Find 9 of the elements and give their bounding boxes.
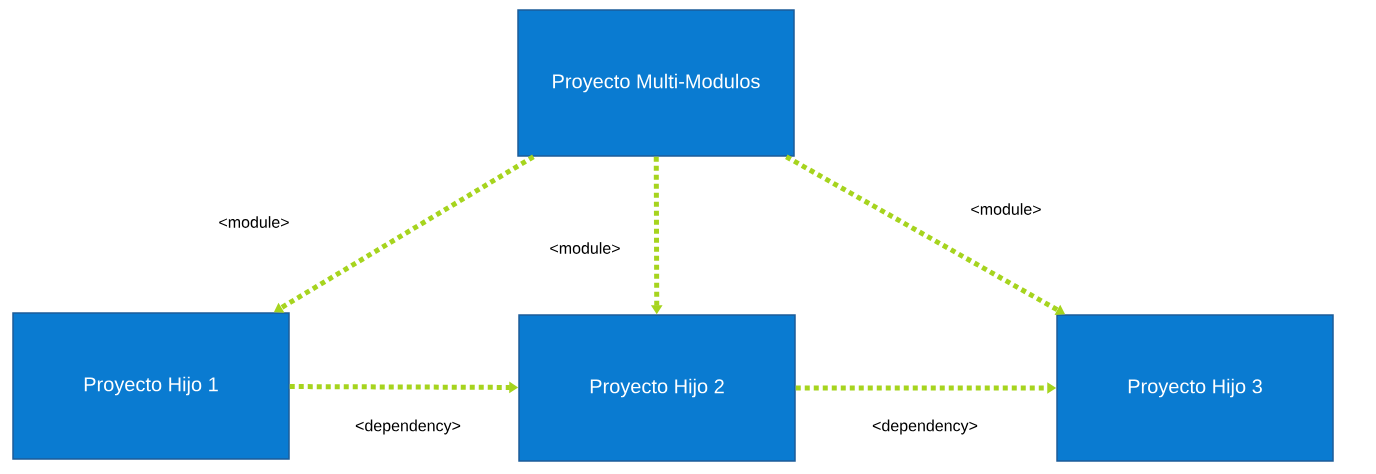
- edge-label: <module>: [547, 240, 623, 256]
- edge-label: <module>: [216, 214, 292, 230]
- process-box: Proyecto Hijo 2: [518, 314, 796, 462]
- process-box: Proyecto Hijo 1: [12, 312, 290, 460]
- process-box: Proyecto Hijo 3: [1056, 314, 1334, 462]
- edge-label: <dependency>: [353, 417, 463, 437]
- edge-label: <module>: [968, 201, 1044, 217]
- edge-label: <dependency>: [870, 417, 980, 437]
- process-box: Proyecto Multi-Modulos: [517, 9, 795, 157]
